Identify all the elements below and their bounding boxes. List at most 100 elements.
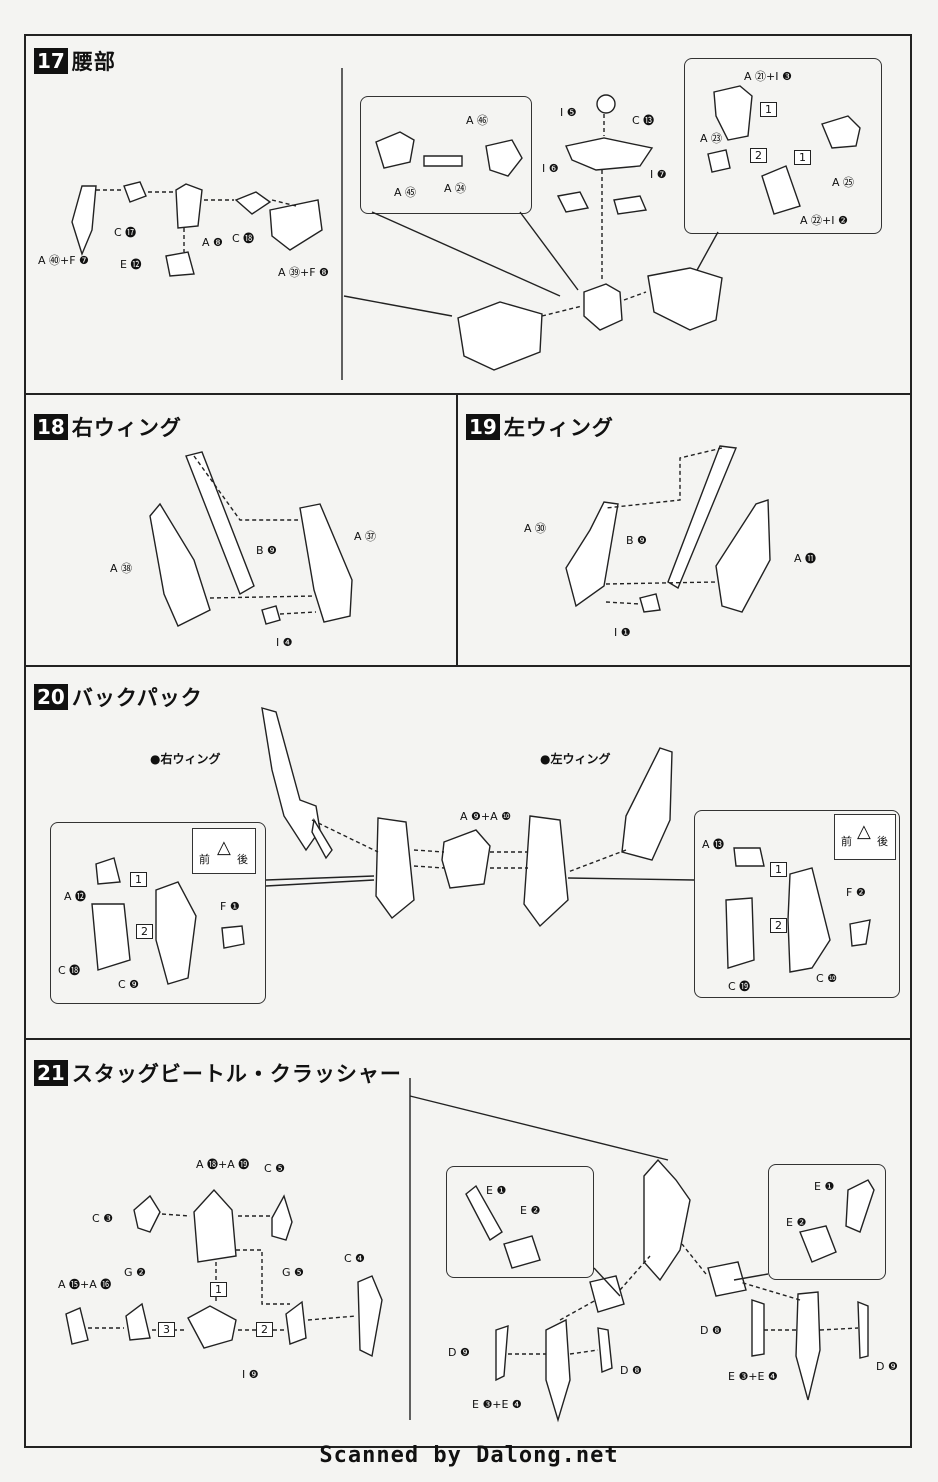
label-c5: C ❺ xyxy=(264,1162,286,1175)
step-number: 18 xyxy=(34,414,68,440)
label-step-2: 2 xyxy=(256,1322,273,1337)
label-a40-f7: A ㊵+F ❼ xyxy=(38,254,89,267)
label-a39-f8: A ㊴+F ❽ xyxy=(278,266,329,279)
label-a23: A ㉓ xyxy=(700,132,723,145)
direction-box-right: 前 △ 後 xyxy=(192,828,256,874)
label-a37: A ㊲ xyxy=(354,530,377,543)
label-c18: C ⓲ xyxy=(58,964,81,977)
scan-credit-footer: Scanned by Dalong.net xyxy=(319,1443,619,1468)
divider-20-21 xyxy=(24,1038,912,1040)
label-a30: A ㉚ xyxy=(524,522,547,535)
step-18-parts xyxy=(149,451,353,627)
label-step-1b: 1 xyxy=(794,150,811,165)
label-front: 前 xyxy=(841,835,852,848)
step-number: 21 xyxy=(34,1060,68,1086)
label-i5: I ❺ xyxy=(560,106,577,119)
inset-20-right xyxy=(50,822,266,1004)
label-e12: E ⓬ xyxy=(120,258,142,271)
label-d8-left: D ❽ xyxy=(620,1364,642,1377)
divider-18-19 xyxy=(456,393,458,665)
inset-21-left xyxy=(446,1166,594,1278)
label-c9: C ❾ xyxy=(118,978,140,991)
step-title: 左ウィング xyxy=(503,416,614,440)
inset-21-right xyxy=(768,1164,886,1280)
label-b9: B ❾ xyxy=(626,534,647,547)
label-a13: A ⓭ xyxy=(702,838,725,851)
divider-17-18 xyxy=(24,393,912,395)
label-a24: A ㉔ xyxy=(444,182,467,195)
label-a45: A ㊺ xyxy=(394,186,417,199)
label-i9: I ❾ xyxy=(242,1368,259,1381)
label-i1: I ❶ xyxy=(614,626,631,639)
label-a21-i3: A ㉑+I ❸ xyxy=(744,70,792,83)
label-step-2-left: 2 xyxy=(770,918,787,933)
step-21-header: 21 スタッグビートル・クラッシャー xyxy=(34,1058,402,1088)
label-a25: A ㉕ xyxy=(832,176,855,189)
label-front: 前 xyxy=(199,853,210,866)
step-title: 腰部 xyxy=(71,50,116,74)
label-g2: G ❷ xyxy=(124,1266,146,1279)
label-step-2: 2 xyxy=(136,924,153,939)
step-20-header: 20 バックパック xyxy=(34,682,203,712)
label-a46: A ㊻ xyxy=(466,114,489,127)
step-title: 右ウィング xyxy=(71,416,182,440)
label-step-2: 2 xyxy=(750,148,767,163)
step-21-parts xyxy=(65,1078,875,1423)
label-step-1: 1 xyxy=(210,1282,227,1297)
step-17-parts xyxy=(71,68,861,380)
label-b9: B ❾ xyxy=(256,544,277,557)
label-back: 後 xyxy=(237,853,248,866)
arrow-up-icon: △ xyxy=(217,837,231,858)
label-right-wing: ●右ウィング xyxy=(150,752,221,766)
step-title: スタッグビートル・クラッシャー xyxy=(71,1062,402,1086)
step-19-parts xyxy=(565,445,771,613)
label-step-1: 1 xyxy=(760,102,777,117)
step-number: 17 xyxy=(34,48,68,74)
inset-20-left xyxy=(694,810,900,998)
label-a18-a19: A ⓲+A ⓳ xyxy=(196,1158,250,1171)
step-20-parts xyxy=(91,707,871,985)
label-d9-right: D ❾ xyxy=(876,1360,898,1373)
label-a12: A ⓬ xyxy=(64,890,87,903)
label-e2-left: E ❷ xyxy=(520,1204,541,1217)
arrow-up-icon: △ xyxy=(857,821,871,842)
label-e1-right: E ❶ xyxy=(814,1180,835,1193)
label-step-1-left: 1 xyxy=(770,862,787,877)
label-i7: I ❼ xyxy=(650,168,667,181)
label-i4: I ❹ xyxy=(276,636,293,649)
label-d9-left: D ❾ xyxy=(448,1346,470,1359)
label-f2: F ❷ xyxy=(846,886,866,899)
direction-box-left: 前 △ 後 xyxy=(834,814,896,860)
step-number: 20 xyxy=(34,684,68,710)
inset-17-shaft xyxy=(360,96,532,214)
label-step-3: 3 xyxy=(158,1322,175,1337)
label-i6: I ❻ xyxy=(542,162,559,175)
label-g5: G ❺ xyxy=(282,1266,304,1279)
label-c19: C ⓳ xyxy=(728,980,751,993)
label-e1-left: E ❶ xyxy=(486,1184,507,1197)
step-17-header: 17 腰部 xyxy=(34,46,116,76)
label-f1: F ❶ xyxy=(220,900,240,913)
step-18-header: 18 右ウィング xyxy=(34,412,182,442)
step-number: 19 xyxy=(466,414,500,440)
divider-19-20 xyxy=(24,665,912,667)
label-a22-i2: A ㉒+I ❷ xyxy=(800,214,848,227)
label-c17: C ⓱ xyxy=(114,226,137,239)
label-a9-a10: A ❾+A ❿ xyxy=(460,810,511,823)
label-back: 後 xyxy=(877,835,888,848)
label-c4: C ❹ xyxy=(344,1252,366,1265)
label-step-1: 1 xyxy=(130,872,147,887)
label-left-wing: ●左ウィング xyxy=(540,752,611,766)
label-e2-right: E ❷ xyxy=(786,1216,807,1229)
label-c13: C ⓭ xyxy=(632,114,655,127)
label-a8: A ❽ xyxy=(202,236,223,249)
label-e3-e4-right: E ❸+E ❹ xyxy=(728,1370,778,1383)
label-c10: C ❿ xyxy=(816,972,838,985)
label-e3-e4-left: E ❸+E ❹ xyxy=(472,1398,522,1411)
label-c3: C ❸ xyxy=(92,1212,114,1225)
step-title: バックパック xyxy=(71,686,203,710)
inset-17-armor xyxy=(684,58,882,234)
label-a11: A ⓫ xyxy=(794,552,817,565)
label-c18: C ⓲ xyxy=(232,232,255,245)
